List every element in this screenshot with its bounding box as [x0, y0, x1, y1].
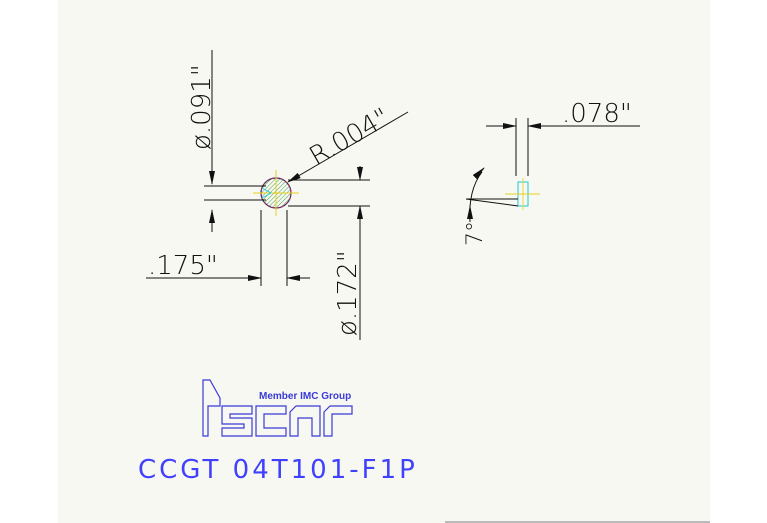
dim-angle-label: 7°	[463, 221, 488, 246]
dimension-angle: 7°	[463, 167, 488, 246]
dimension-radius: R.004"	[287, 103, 409, 183]
insert-side-view	[465, 178, 540, 210]
dim-diameter-small-label: ø.091"	[187, 64, 217, 150]
dimension-diameter-small: ø.091"	[187, 50, 266, 232]
brand-tagline: Member IMC Group	[259, 391, 351, 402]
iscar-logo	[202, 379, 353, 437]
insert-top-view	[253, 170, 299, 216]
dim-radius-label: R.004"	[305, 103, 395, 172]
drawing-sheet	[58, 0, 710, 523]
dimension-width: .175"	[146, 210, 310, 286]
dimension-diameter-large: ø.172"	[288, 166, 370, 340]
brand-logo: Member IMC Group	[202, 379, 353, 437]
dim-thickness-label: .078"	[562, 99, 632, 129]
dim-diameter-large-label: ø.172"	[333, 250, 363, 336]
part-number: CCGT 04T101-F1P	[138, 455, 418, 485]
dimension-thickness: .078"	[486, 99, 640, 176]
dim-width-label: .175"	[148, 251, 218, 281]
